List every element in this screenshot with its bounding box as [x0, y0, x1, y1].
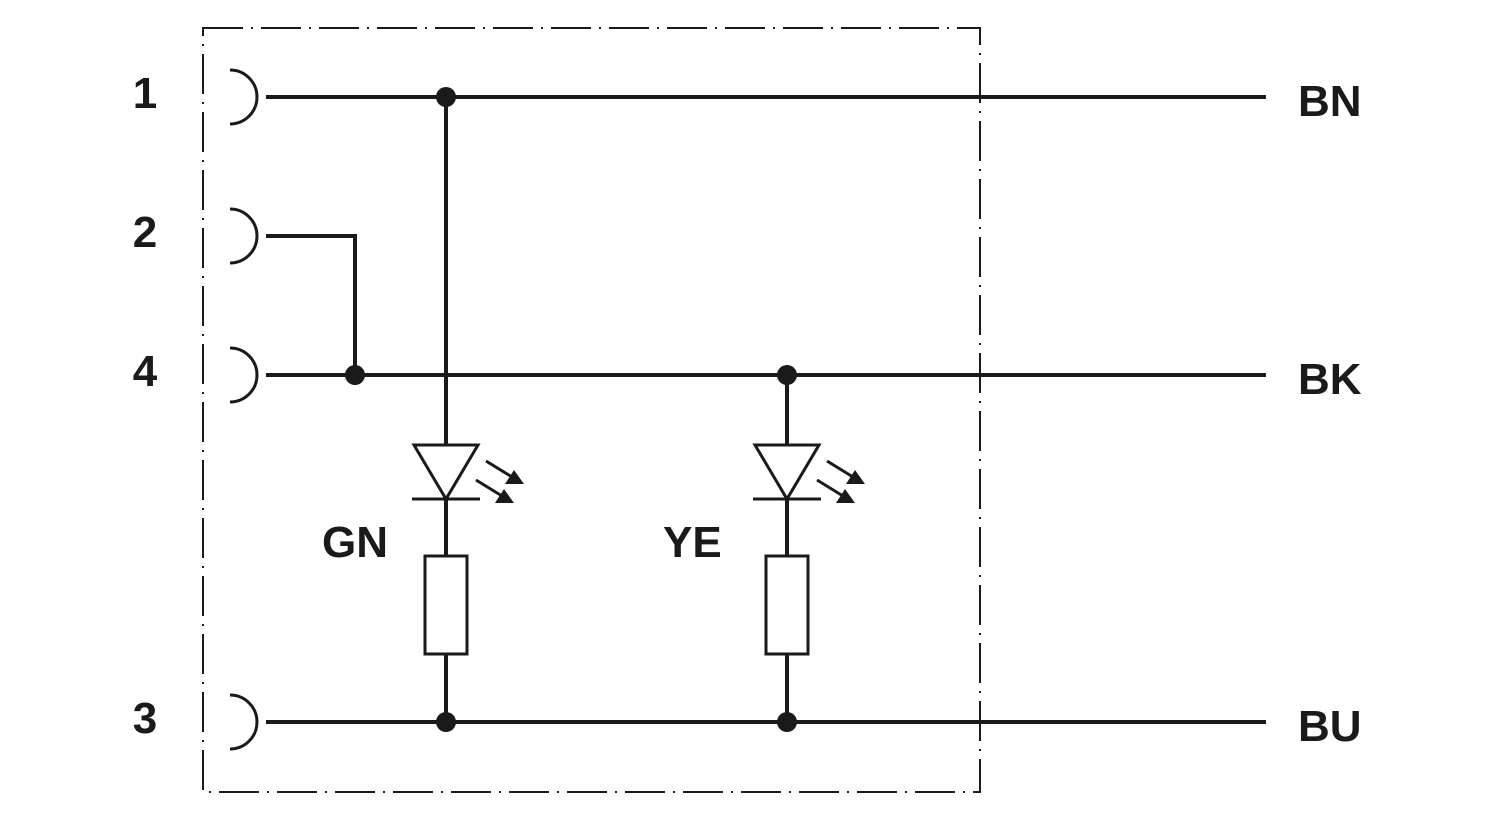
- gn-label: GN: [322, 518, 388, 567]
- junction-bu-gn: [436, 712, 456, 732]
- junction-bk-pin2: [345, 365, 365, 385]
- ye-label: YE: [663, 518, 722, 567]
- ye-resistor: [764, 554, 810, 656]
- pin2-bridge-wire: [266, 234, 357, 375]
- pin2-contact: [229, 207, 259, 265]
- gn-led-symbol: [411, 443, 524, 503]
- junction-bk-ye: [777, 365, 797, 385]
- pin4-label: 4: [133, 347, 158, 396]
- gn-resistor: [423, 554, 469, 656]
- bn-label: BN: [1298, 77, 1362, 126]
- pin3-label: 3: [133, 694, 157, 743]
- pin2-label: 2: [133, 208, 157, 257]
- bk-label: BK: [1298, 355, 1362, 404]
- housing-border: [202, 27, 981, 793]
- pin1-label: 1: [133, 69, 157, 118]
- ye-led-symbol: [752, 443, 865, 503]
- bu-label: BU: [1298, 702, 1362, 751]
- pin3-contact: [229, 693, 259, 751]
- junction-bu-ye: [777, 712, 797, 732]
- junction-bn-gn: [436, 87, 456, 107]
- pin4-contact: [229, 346, 259, 404]
- pin1-contact: [229, 68, 259, 126]
